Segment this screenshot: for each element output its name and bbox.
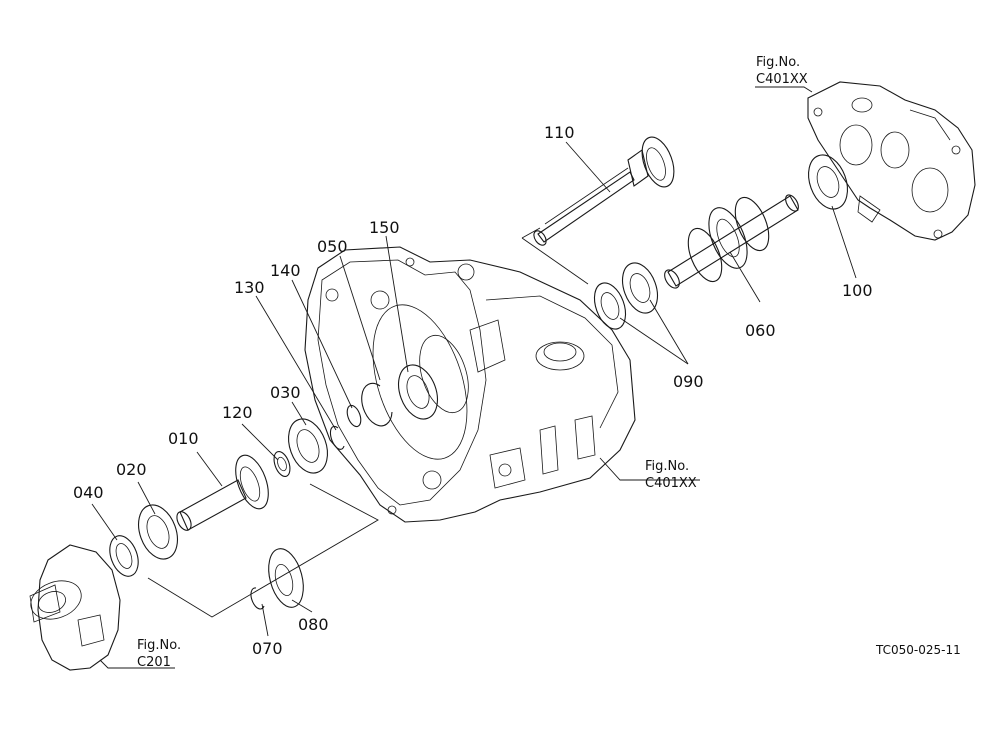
part-130-snap-ring — [329, 425, 345, 450]
part-060-counter-shaft — [664, 194, 799, 289]
ref-top-line2: C401XX — [756, 72, 808, 87]
label-050: 050 — [317, 237, 348, 256]
transmission-case — [304, 246, 636, 523]
ref-bottom-line1: Fig.No. — [137, 638, 181, 653]
label-150: 150 — [369, 218, 400, 237]
part-020-bearing — [138, 504, 178, 560]
part-120-collar — [273, 451, 291, 477]
label-110: 110 — [544, 123, 575, 142]
assembly-lines — [99, 227, 700, 669]
left-cover-housing — [29, 544, 121, 671]
ref-bottom-line2: C201 — [137, 655, 171, 670]
label-070: 070 — [252, 639, 283, 658]
label-040: 040 — [73, 483, 104, 502]
label-140: 140 — [270, 261, 301, 280]
label-130: 130 — [234, 278, 265, 297]
label-080: 080 — [298, 615, 329, 634]
part-030-bearing — [288, 418, 328, 474]
part-100-bearing — [808, 154, 848, 210]
part-labels: 110 060 090 100 150 050 140 130 030 120 … — [73, 123, 873, 658]
label-020: 020 — [116, 460, 147, 479]
leader-lines — [91, 141, 857, 637]
label-060: 060 — [745, 321, 776, 340]
part-070-snap-ring — [250, 587, 265, 610]
ref-top-line1: Fig.No. — [756, 55, 800, 70]
part-140-washer — [346, 404, 362, 428]
label-120: 120 — [222, 403, 253, 422]
part-010-main-shaft — [176, 454, 269, 531]
figure-reference-middle: Fig.No. C401XX — [645, 459, 697, 491]
part-050-circlip — [361, 382, 393, 427]
part-110-input-shaft — [533, 136, 675, 246]
label-010: 010 — [168, 429, 199, 448]
ref-mid-line2: C401XX — [645, 476, 697, 491]
label-100: 100 — [842, 281, 873, 300]
part-150-bearing — [398, 364, 438, 420]
label-030: 030 — [270, 383, 301, 402]
ref-mid-line1: Fig.No. — [645, 459, 689, 474]
figure-reference-bottom: Fig.No. C201 — [137, 638, 181, 670]
right-cover-housing — [807, 81, 976, 241]
part-040-seal — [109, 535, 139, 577]
part-080-gear — [268, 548, 304, 608]
figure-reference-top: Fig.No. C401XX — [755, 55, 813, 93]
part-090-bearing-pair — [593, 262, 659, 330]
label-090: 090 — [673, 372, 704, 391]
drawing-code: TC050-025-11 — [875, 643, 961, 657]
